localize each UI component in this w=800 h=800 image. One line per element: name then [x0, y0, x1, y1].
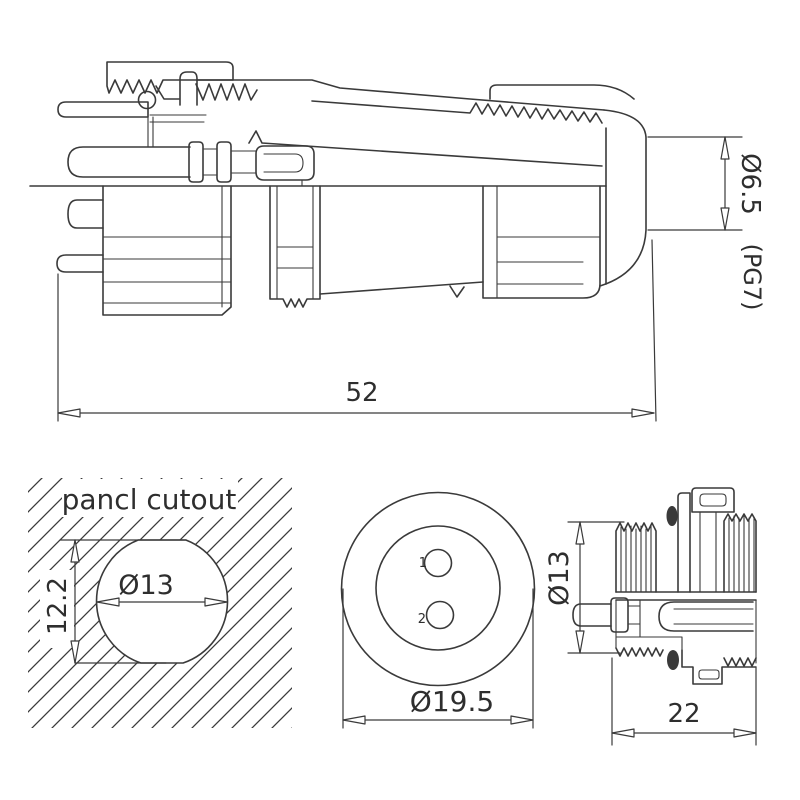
rear-tab-lower	[56, 254, 104, 273]
bottom-tab-slot	[698, 669, 720, 680]
outer-shell-circle	[340, 491, 536, 687]
arrowhead-left	[342, 715, 366, 725]
dimension-label-52: 52	[345, 378, 378, 408]
arrowhead-down	[70, 640, 80, 664]
contact-block	[255, 145, 315, 181]
arrowhead-up	[575, 521, 585, 545]
arrowhead-right	[631, 408, 655, 418]
clamp-pawl	[155, 85, 180, 100]
grip-ribs	[102, 185, 232, 308]
coupling-nut	[269, 185, 321, 308]
serration-bottom-right	[723, 657, 757, 667]
coupling-thread-right	[723, 513, 757, 593]
arrowhead-left	[611, 728, 635, 738]
shell-lower-wall	[248, 130, 603, 167]
lower-body-edges	[615, 599, 757, 664]
ext-line-right	[651, 239, 657, 422]
clamp-latch	[179, 71, 198, 106]
gland-cap	[489, 84, 635, 100]
pin-shaft-lines	[627, 605, 641, 625]
pin-2-circle	[425, 600, 455, 630]
bar-detail-lines	[147, 114, 207, 148]
arrowhead-right	[204, 597, 228, 607]
pin-1-label: 1	[419, 556, 427, 571]
tube-collar-2	[216, 141, 232, 183]
thread-lines-left	[620, 525, 652, 593]
serration-row-inner	[311, 100, 603, 124]
arrowhead-down	[720, 207, 730, 231]
backshell-top-edge	[196, 79, 605, 111]
panel-cutout-title: pancl cutout	[62, 483, 237, 516]
center-post	[677, 492, 691, 593]
arrowhead-left	[96, 597, 120, 607]
contact-block-inner	[263, 153, 304, 187]
cable-diameter-dimension: Ø6.5 (PG7)	[647, 136, 766, 311]
thread-lines-right	[728, 515, 755, 593]
tube-collar-1	[188, 141, 204, 183]
post-lines	[699, 511, 717, 593]
rear-tab-upper	[67, 199, 104, 229]
cavity-inner-lines	[673, 608, 754, 625]
front-view: 1 2 Ø19.5	[340, 491, 536, 729]
cable-gland-body	[599, 109, 647, 287]
arrowhead-right	[733, 728, 757, 738]
cutout-hole-dia-label: Ø13	[118, 570, 174, 601]
thread-dia-label: Ø13	[544, 550, 575, 606]
o-ring-top	[666, 506, 678, 526]
clamp-pivot-circle	[137, 90, 157, 110]
outer-dia-label: Ø19.5	[410, 685, 494, 718]
body-bottom-slant	[319, 281, 484, 295]
insert-circle	[375, 525, 501, 651]
solder-pin	[572, 603, 612, 627]
arrowhead-down	[575, 630, 585, 654]
mount-thread-left	[615, 522, 657, 593]
length-label: 22	[667, 699, 700, 729]
serration-row-left	[195, 83, 258, 101]
receptacle-side-view: Ø13 22	[544, 487, 757, 746]
bottom-step-tab	[681, 649, 757, 685]
arrowhead-right	[510, 715, 534, 725]
pin-collar	[610, 597, 629, 633]
title-mask	[62, 479, 238, 517]
panel-cutout-view: pancl cutout Ø13 12.2	[28, 478, 292, 728]
length-dimension: 52	[57, 239, 657, 422]
key-slot	[699, 493, 727, 507]
arrowhead-up	[720, 136, 730, 160]
coupling-nut-inner	[276, 185, 314, 300]
flat-width-label: 12.2	[43, 577, 73, 635]
socket-body-block	[482, 185, 601, 299]
side-assembly-view	[29, 61, 647, 316]
flat-dim-mask	[40, 570, 74, 648]
o-ring-bottom	[667, 650, 679, 670]
rear-bar	[57, 101, 149, 118]
dimension-label-gland-thread: (PG7)	[738, 243, 766, 310]
arrowhead-left	[57, 408, 81, 418]
dimension-label-cable-dia: Ø6.5	[735, 153, 765, 215]
grip-body	[102, 185, 232, 316]
pin-2-label: 2	[418, 612, 426, 627]
socket-body-inner	[496, 185, 601, 299]
pin-1-circle	[423, 548, 453, 578]
tube-mid-lines	[202, 148, 257, 176]
contact-tube	[67, 146, 191, 178]
flange-band	[615, 591, 757, 601]
cable-clamp-serrated	[106, 61, 234, 94]
seal-tooth	[449, 285, 465, 298]
contact-cavity	[658, 601, 754, 632]
arrowhead-up	[70, 539, 80, 563]
serration-bottom-left	[615, 647, 664, 657]
key-block	[691, 487, 735, 513]
